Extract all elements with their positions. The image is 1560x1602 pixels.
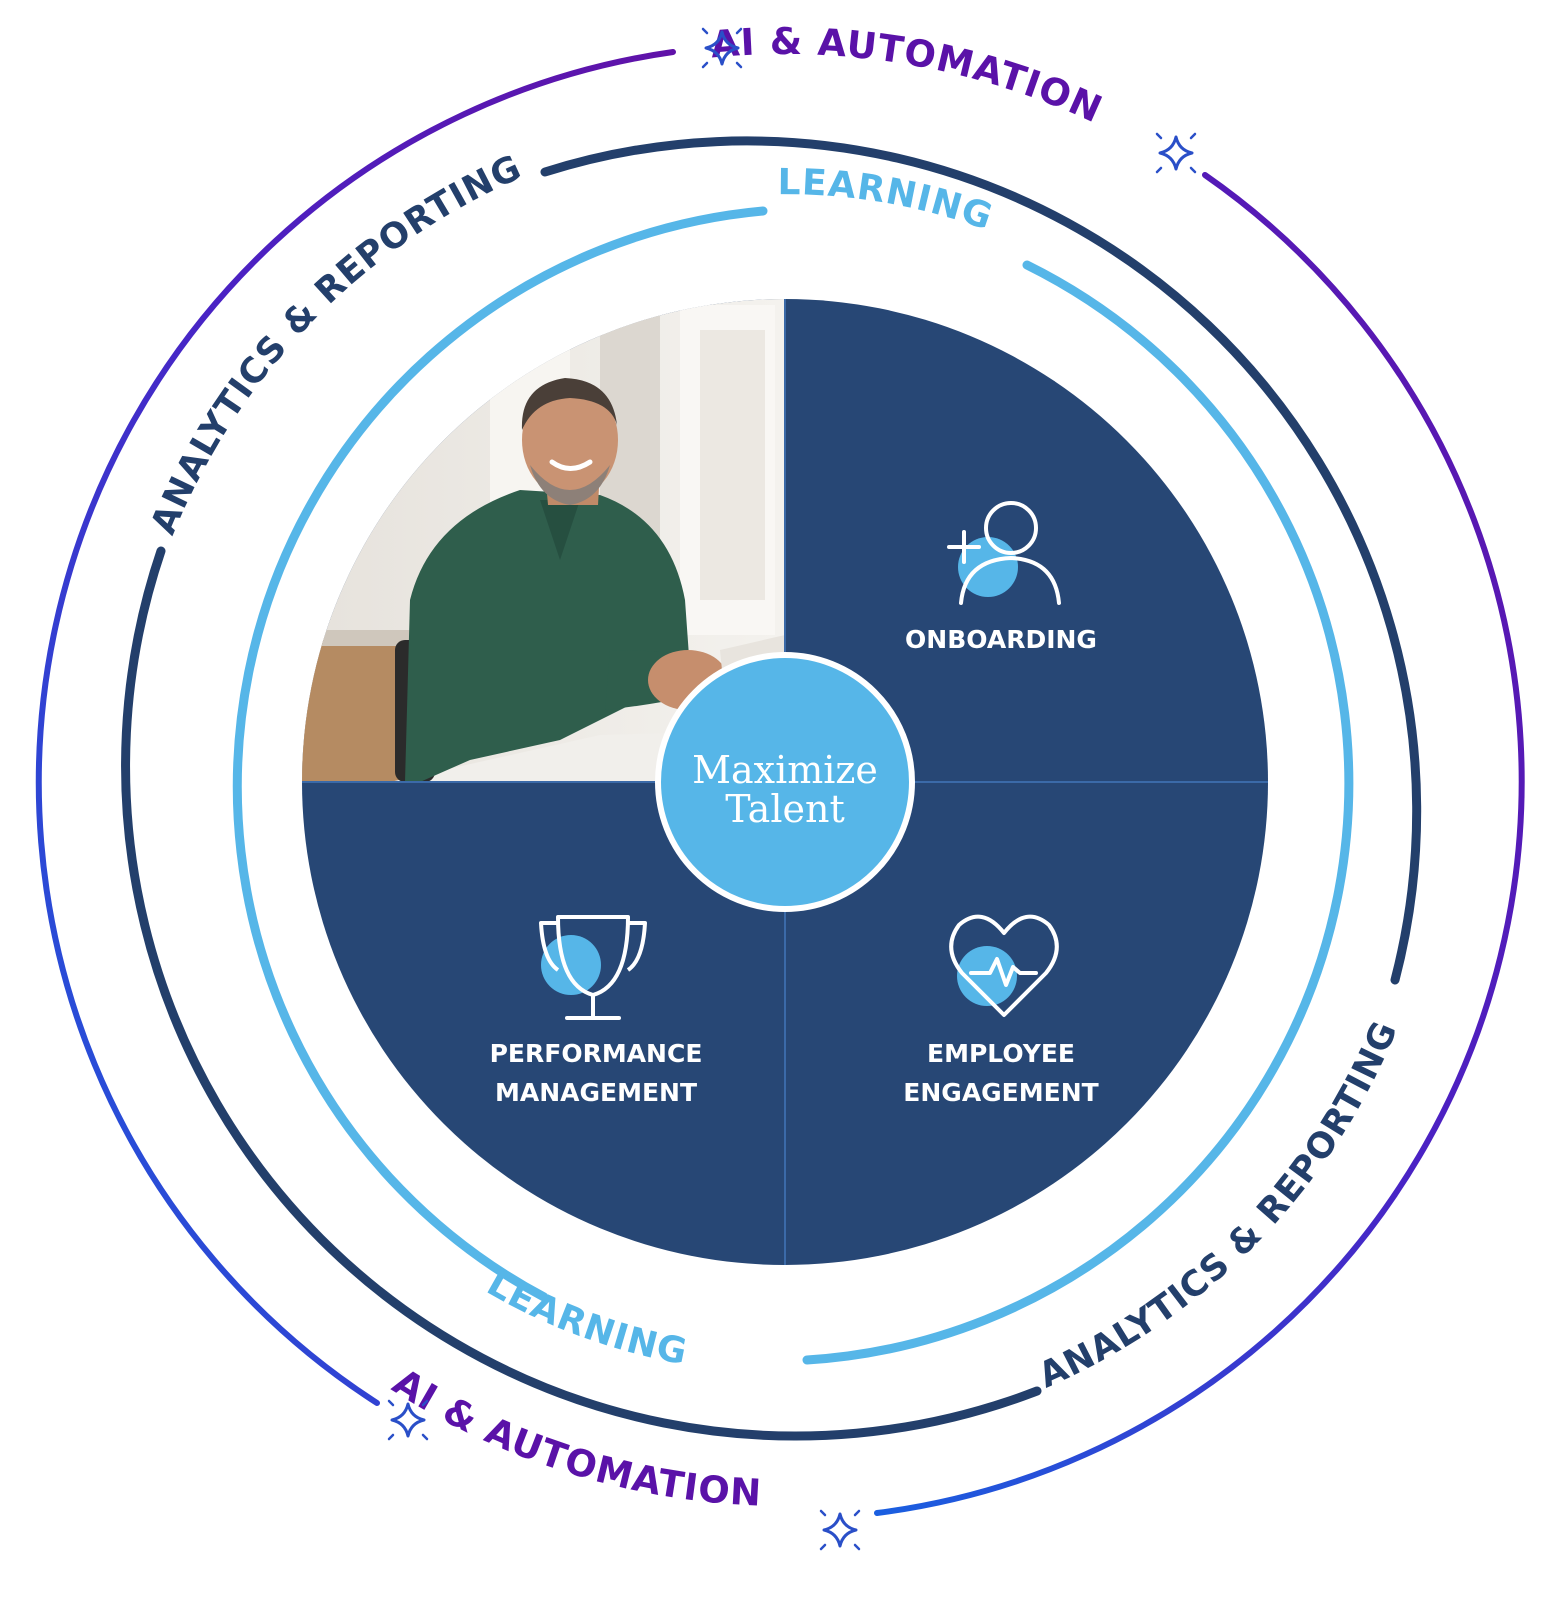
add-user-icon	[947, 501, 1061, 605]
performance-label-line1: PERFORMANCE	[490, 1039, 703, 1068]
heart-pulse-icon	[949, 914, 1059, 1017]
outer-ring-arc-left	[35, 49, 676, 1406]
center-title-line1: Maximize	[692, 748, 878, 792]
outer-ring	[35, 49, 1525, 1516]
engagement-label-line1: EMPLOYEE	[927, 1039, 1075, 1068]
inner-ring-arc-right	[802, 260, 1354, 1365]
sparkle-icon	[819, 1509, 861, 1551]
inner-ring	[232, 206, 1354, 1365]
engagement-label-line2: ENGAGEMENT	[903, 1078, 1098, 1107]
sparkle-icon	[701, 27, 743, 69]
sparkle-icon	[387, 1399, 429, 1441]
center-hub	[655, 652, 915, 912]
inner-ring-arc-left	[232, 206, 768, 1302]
outer-ring-arc-right	[874, 172, 1525, 1516]
middle-ring-arc-top	[540, 136, 1422, 985]
outer-ring-label-top: AI & AUTOMATION	[709, 20, 1109, 131]
trophy-icon	[539, 915, 647, 1020]
sparkle-icon	[1155, 132, 1197, 174]
performance-label-line2: MANAGEMENT	[495, 1078, 697, 1107]
inner-ring-label-bottom: LEARNING	[480, 1263, 691, 1373]
middle-ring-arc-bottom	[121, 546, 1042, 1441]
outer-ring-label-bottom: AI & AUTOMATION	[385, 1360, 763, 1515]
middle-ring	[121, 136, 1422, 1441]
onboarding-label: ONBOARDING	[905, 625, 1097, 654]
center-title-line2: Talent	[725, 787, 844, 831]
